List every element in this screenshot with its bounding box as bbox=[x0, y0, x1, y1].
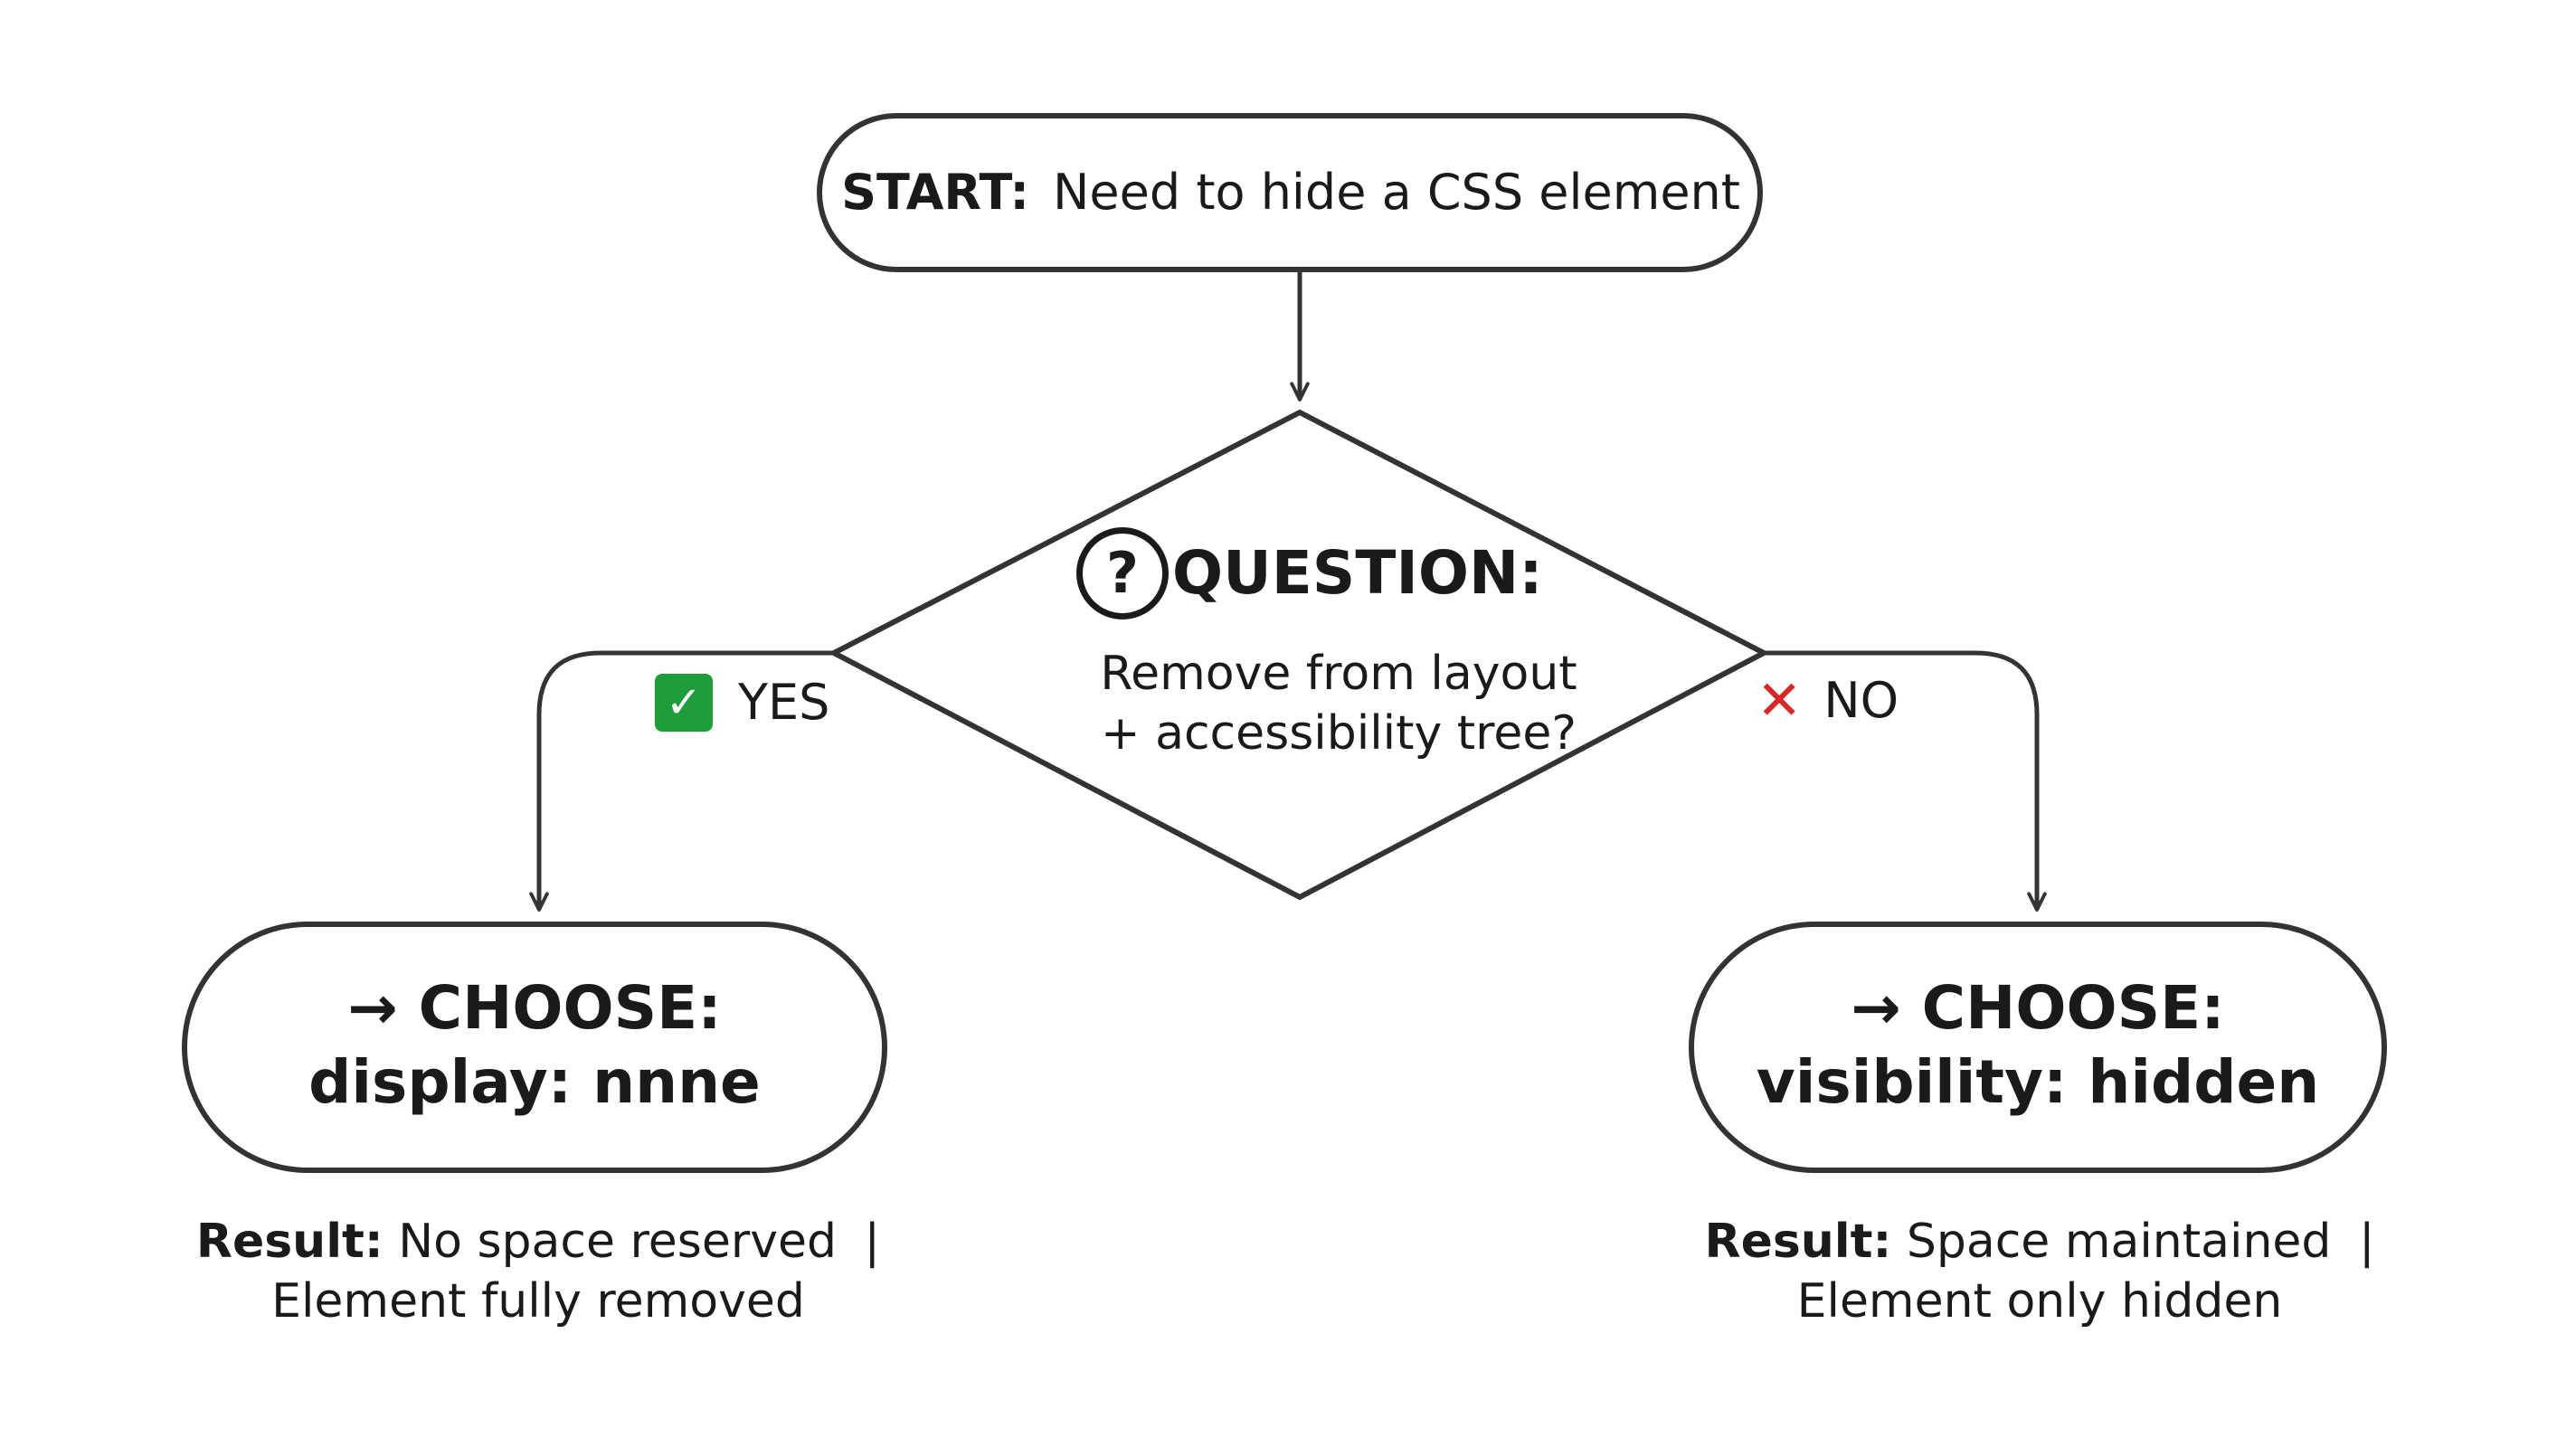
result-display-label: Result: bbox=[195, 1215, 384, 1269]
result-display-text-1: No space reserved bbox=[398, 1215, 838, 1269]
choose-display-line-1: → CHOOSE: bbox=[347, 973, 722, 1043]
choose-display-node-shape bbox=[182, 922, 887, 1173]
decision-label: QUESTION: bbox=[1172, 538, 1543, 608]
result-visibility-label: Result: bbox=[1704, 1215, 1892, 1269]
decision-title: ? QUESTION: bbox=[1076, 521, 1543, 626]
choose-display-node: → CHOOSE: display: nnne bbox=[185, 971, 885, 1120]
result-visibility-line-1: Result: Space maintained | bbox=[1682, 1212, 2397, 1272]
yes-branch-label: ✓ YES bbox=[655, 673, 829, 733]
result-visibility-caption: Result: Space maintained | Element only … bbox=[1682, 1212, 2397, 1331]
result-display-line-1: Result: No space reserved | bbox=[181, 1212, 895, 1272]
start-node: START: Need to hide a CSS element bbox=[821, 116, 1760, 270]
start-label: START: bbox=[841, 164, 1030, 221]
choose-visibility-line-2: visibility: hidden bbox=[1756, 1047, 2320, 1117]
decision-diamond-shape bbox=[828, 409, 1770, 901]
no-branch-label: ✕ NO bbox=[1757, 671, 1899, 731]
yes-text: YES bbox=[738, 674, 830, 731]
no-text: NO bbox=[1823, 672, 1899, 729]
decision-line-2: + accessibility tree? bbox=[1100, 706, 1577, 761]
cross-icon: ✕ bbox=[1757, 669, 1803, 733]
question-circle-icon: ? bbox=[1076, 527, 1169, 619]
no-branch-connector bbox=[1764, 650, 2047, 912]
result-display-line-2: Element fully removed bbox=[271, 1274, 805, 1329]
check-box-icon: ✓ bbox=[655, 674, 713, 732]
result-display-caption: Result: No space reserved | Element full… bbox=[181, 1212, 895, 1331]
start-node-shape bbox=[817, 113, 1763, 272]
choose-visibility-node: → CHOOSE: visibility: hidden bbox=[1691, 971, 2384, 1120]
choose-visibility-line-1: → CHOOSE: bbox=[1851, 973, 2225, 1043]
decision-question: Remove from layout + accessibility tree? bbox=[977, 644, 1700, 763]
choose-visibility-node-shape bbox=[1689, 922, 2387, 1173]
result-visibility-text-1: Space maintained bbox=[1906, 1215, 2332, 1269]
result-visibility-line-2: Element only hidden bbox=[1796, 1274, 2283, 1329]
yes-branch-connector bbox=[529, 650, 834, 912]
choose-display-line-2: display: nnne bbox=[308, 1047, 761, 1117]
start-text: Need to hide a CSS element bbox=[1053, 164, 1740, 221]
decision-line-1: Remove from layout bbox=[1100, 647, 1577, 701]
result-display-separator: | bbox=[864, 1215, 881, 1269]
result-visibility-separator: | bbox=[2358, 1215, 2375, 1269]
